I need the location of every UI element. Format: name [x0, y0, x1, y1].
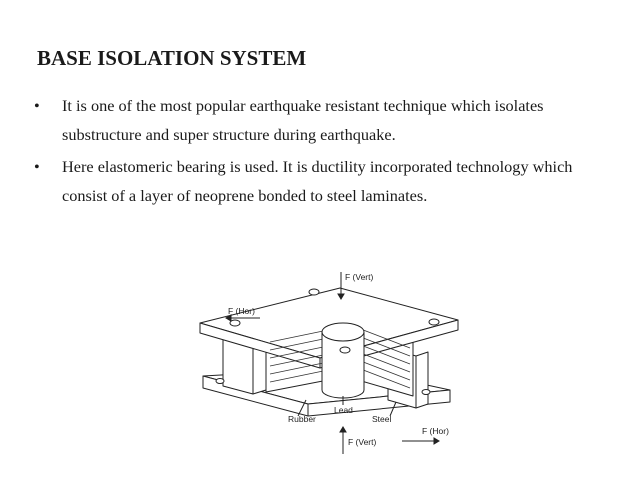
label-f-vert-top: F (Vert) [345, 272, 374, 282]
lead-core-top [321, 322, 365, 342]
right-block-side [415, 351, 429, 409]
bolt-hole [421, 389, 431, 395]
label-f-vert-bottom: F (Vert) [348, 437, 377, 447]
arrowhead [225, 314, 232, 322]
arrowhead [337, 293, 345, 300]
bearing-diagram: F (Vert) F (Hor) Lead Rubber Steel F (Ho… [199, 272, 459, 454]
arrowhead [339, 426, 347, 433]
label-f-hor-left: F (Hor) [228, 306, 255, 316]
lead-core [321, 332, 365, 399]
bullet-text-2: Here elastomeric bearing is used. It is … [62, 157, 573, 205]
arrowhead [433, 437, 440, 445]
label-f-hor-right: F (Hor) [422, 426, 449, 436]
bolt-hole [215, 378, 225, 384]
bolt-hole [339, 346, 351, 354]
bullet-text-1: It is one of the most popular earthquake… [62, 96, 544, 144]
bullet-dot: • [34, 96, 40, 115]
label-rubber: Rubber [288, 414, 316, 424]
label-steel: Steel [372, 414, 391, 424]
label-lead: Lead [334, 405, 353, 415]
bullet-item-2: • Here elastomeric bearing is used. It i… [30, 152, 620, 210]
slide-title: BASE ISOLATION SYSTEM [37, 46, 307, 70]
leader-rubber [297, 399, 307, 417]
bolt-hole [229, 319, 241, 327]
bullet-dot: • [34, 157, 40, 176]
bullet-item-1: • It is one of the most popular earthqua… [30, 91, 620, 149]
leader-steel [389, 401, 397, 417]
bolt-hole [428, 318, 440, 326]
bullet-list: • It is one of the most popular earthqua… [30, 91, 620, 213]
bolt-hole [308, 288, 320, 296]
